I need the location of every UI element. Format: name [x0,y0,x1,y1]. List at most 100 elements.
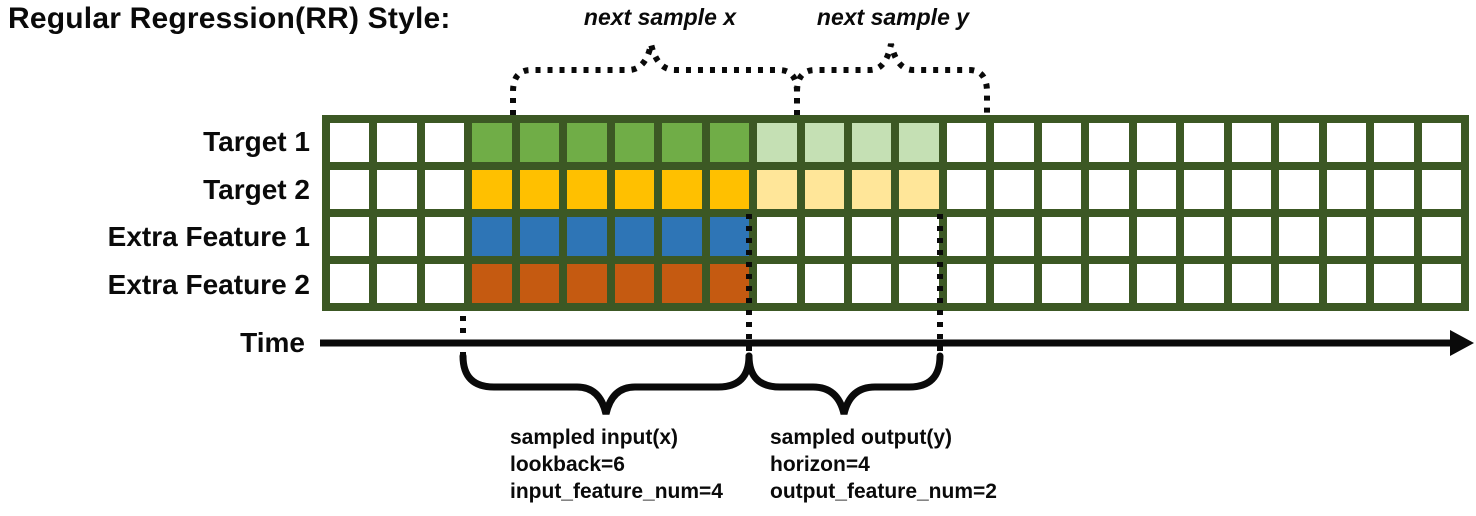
grid-cell [1326,264,1367,303]
grid-cell [1279,217,1319,256]
grid-cell [1421,123,1461,162]
grid-cell [1279,264,1319,303]
grid-cell [377,170,417,209]
grid-cell [757,123,797,162]
grid-cell [1089,264,1129,303]
grid-cell [709,264,750,303]
grid-cell [709,123,750,162]
grid-cell [994,217,1034,256]
grid-cell [614,170,655,209]
grid-cell [662,170,702,209]
grid-cell [377,264,417,303]
grid-cell [567,217,607,256]
grid-cell [1374,217,1414,256]
grid-cell [1136,170,1177,209]
grid-cell [1184,170,1224,209]
grid-cell [1041,170,1082,209]
grid-cell [1231,217,1272,256]
time-series-grid [322,115,1469,311]
grid-cell [614,264,655,303]
grid-cell [662,264,702,303]
grid-cell [424,264,465,303]
grid-cell [330,123,370,162]
row-label-target-1: Target 1 [203,126,310,157]
grid-cell [1041,217,1082,256]
grid-cell [804,217,845,256]
grid-cell [946,264,987,303]
grid-cell [852,264,892,303]
grid-cell [614,123,655,162]
sampled-output-annotation: sampled output(y) horizon=4 output_featu… [770,424,997,505]
grid-cell [424,217,465,256]
grid-cell [377,123,417,162]
grid-cell [709,217,750,256]
grid-cell [757,217,797,256]
grid-cell [1089,123,1129,162]
grid-cell [614,217,655,256]
grid-cell [472,264,512,303]
grid-cell [1041,264,1082,303]
grid-cell [662,217,702,256]
grid-cell [899,170,939,209]
grid-cell [757,264,797,303]
grid-cell [899,264,939,303]
sampled-input-line-2: lookback=6 [510,453,625,476]
grid-cell [519,217,560,256]
grid-cell [946,217,987,256]
sampled-output-brace [745,352,944,415]
sampled-output-line-3: output_feature_num=2 [770,480,997,503]
next-sample-y-label: next sample y [816,4,970,30]
sampled-output-line-1: sampled output(y) [770,426,952,449]
grid-cell [946,123,987,162]
grid-cell [472,170,512,209]
grid-cell [1136,264,1177,303]
grid-cell [852,123,892,162]
grid-cell [852,170,892,209]
figure-title: Regular Regression(RR) Style: [8,2,451,35]
grid-cell [1421,170,1461,209]
grid-cell [1421,217,1461,256]
grid-cell [1041,123,1082,162]
grid-cell [424,170,465,209]
sampled-output-line-2: horizon=4 [770,453,870,476]
next-sample-x-brace [510,43,800,115]
grid-cell [1136,123,1177,162]
grid-cell [757,170,797,209]
grid-cell [1089,217,1129,256]
sampled-input-line-1: sampled input(x) [510,426,679,449]
grid-cell [424,123,465,162]
grid-cell [567,170,607,209]
grid-cell [330,217,370,256]
grid-cell [804,264,845,303]
grid-cell [1231,170,1272,209]
grid-cell [1326,123,1367,162]
grid-cell [1231,123,1272,162]
grid-cell [567,123,607,162]
grid-cell [804,170,845,209]
grid-cell [662,123,702,162]
grid-cell [1326,217,1367,256]
row-label-extra-feature-2: Extra Feature 2 [107,269,310,300]
grid-cell [1089,170,1129,209]
grid-cell [519,170,560,209]
grid-cell [1279,170,1319,209]
grid-cell [1184,217,1224,256]
next-sample-x-label: next sample x [583,4,737,30]
time-axis-label: Time [240,327,305,358]
grid-cell [519,264,560,303]
grid-cell [1374,123,1414,162]
grid-cell [1136,217,1177,256]
grid-cell [519,123,560,162]
grid-cell [899,123,939,162]
grid-cell [994,170,1034,209]
grid-cell [994,123,1034,162]
grid-cell [472,217,512,256]
grid-cell [1184,123,1224,162]
grid-cell [994,264,1034,303]
grid-cell [946,170,987,209]
grid-cell [804,123,845,162]
grid-cell [1374,170,1414,209]
row-label-target-2: Target 2 [203,174,310,205]
sampled-input-annotation: sampled input(x) lookback=6 input_featur… [510,424,723,505]
sampled-input-line-3: input_feature_num=4 [510,480,723,503]
